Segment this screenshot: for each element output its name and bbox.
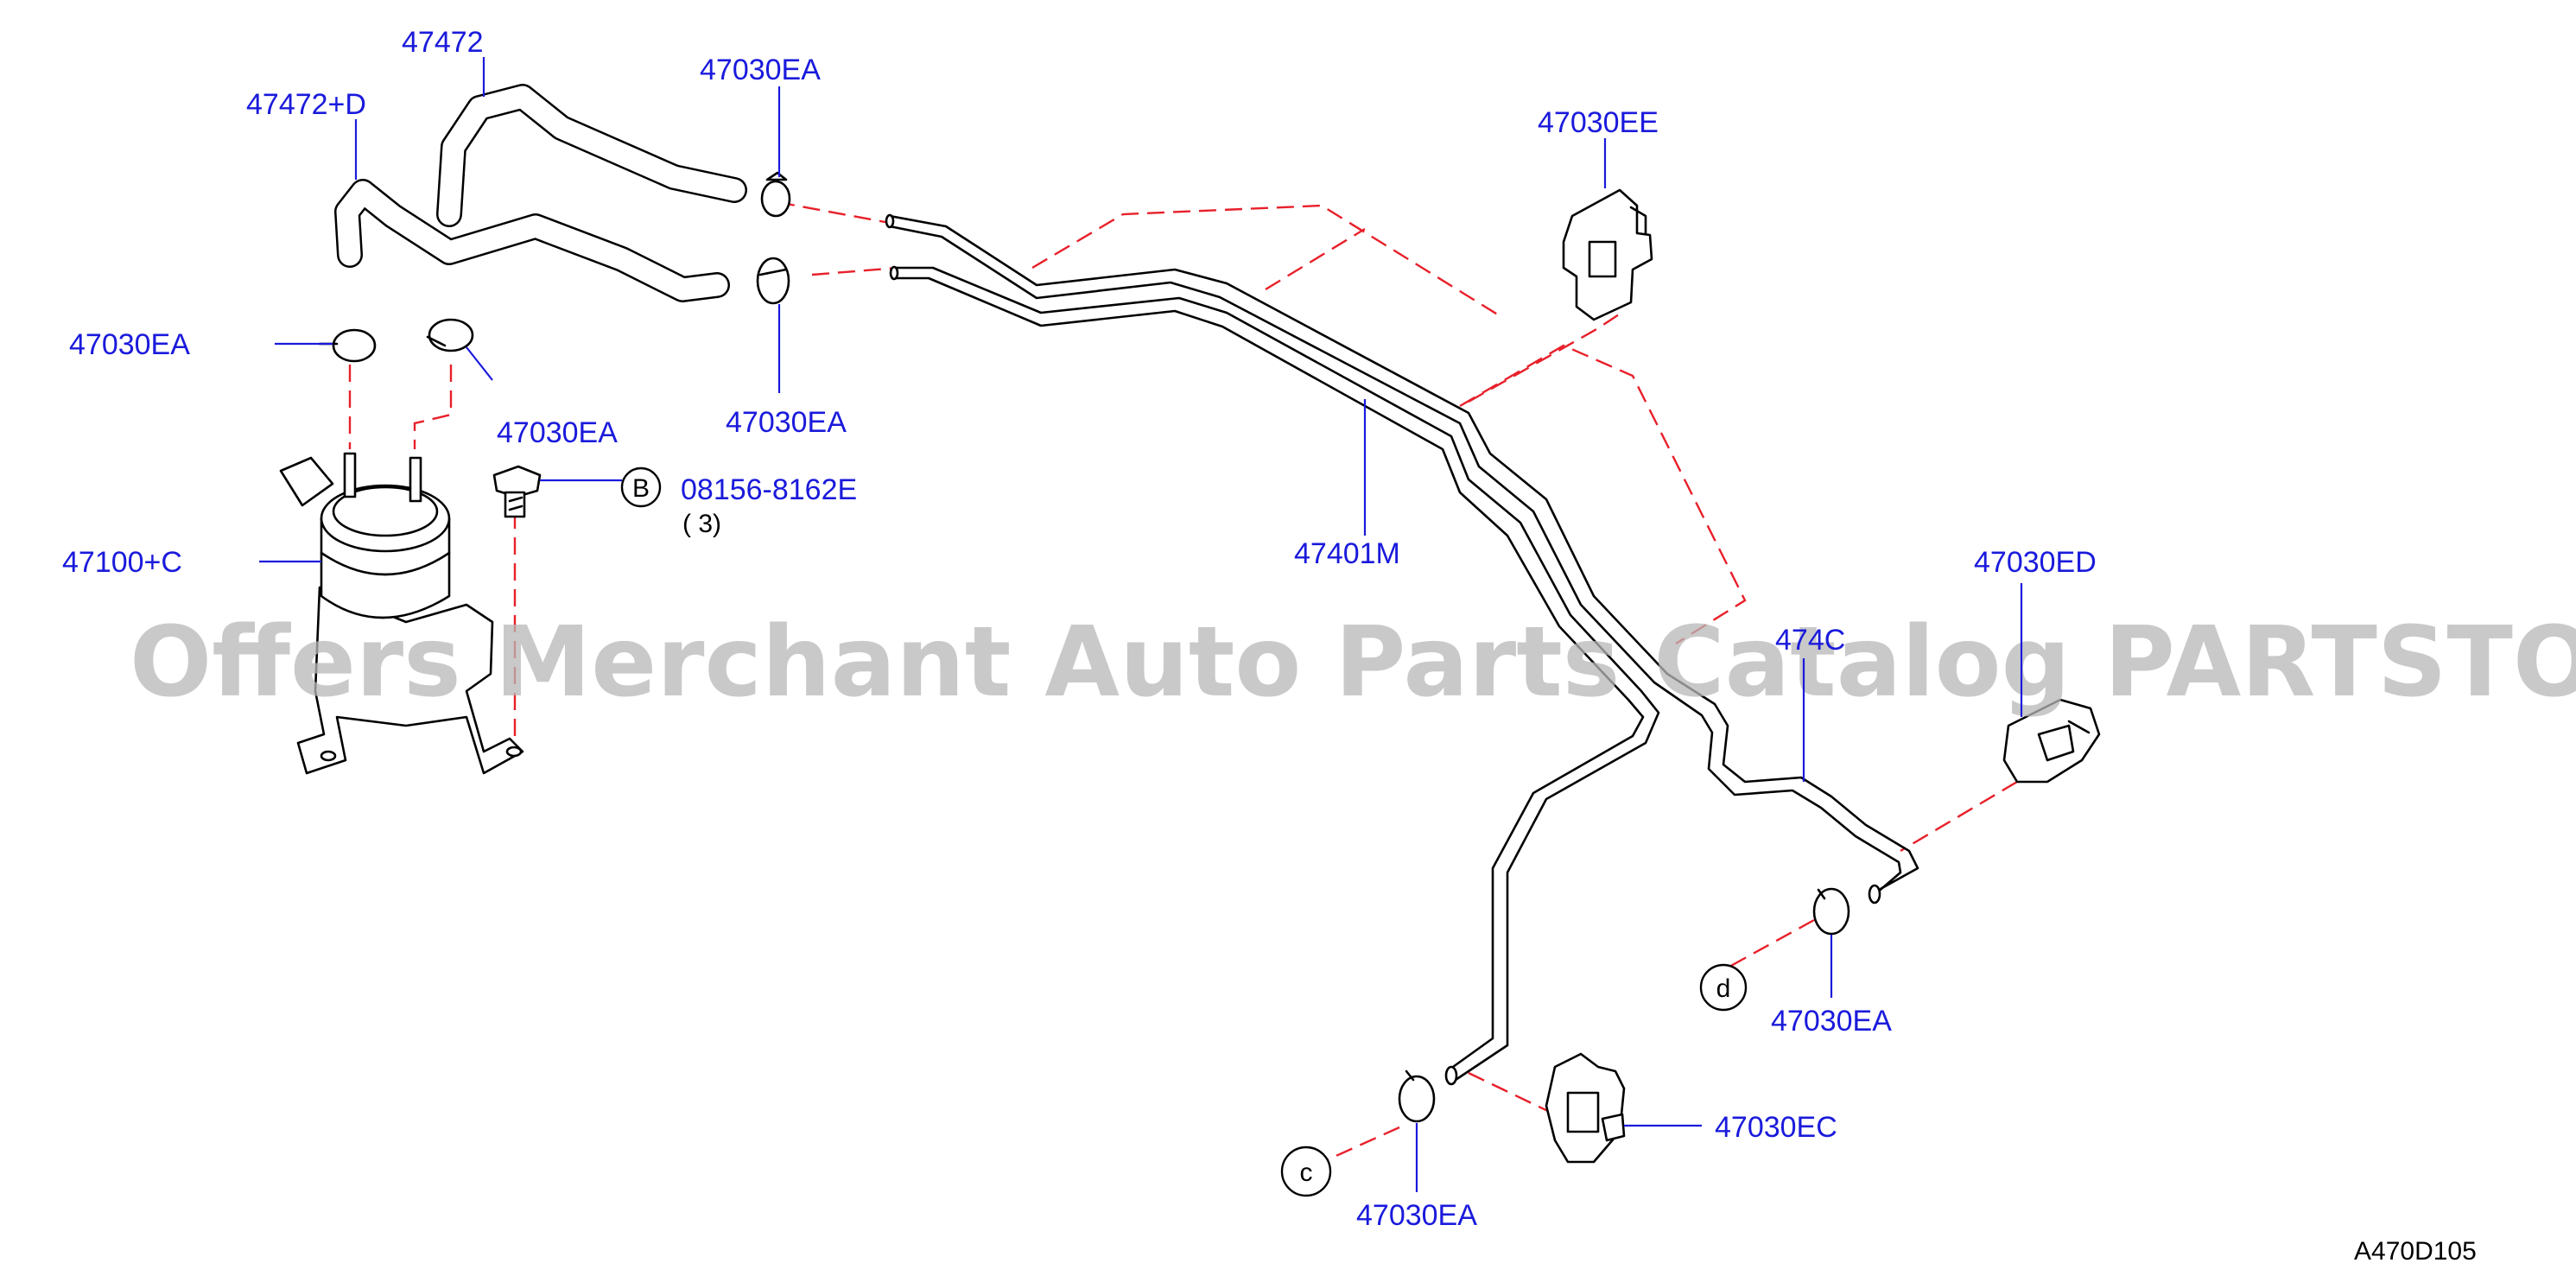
- canister-47100c: [279, 452, 524, 775]
- dashed-assembly-lines: [348, 200, 2018, 1168]
- callout-bracket-ed: 47030ED: [1974, 546, 2097, 579]
- tube-47401m: [885, 213, 1669, 701]
- clamp-d: [1812, 887, 1850, 936]
- callout-bracket-ec: 47030EC: [1715, 1111, 1837, 1144]
- clamp-top-a: [760, 171, 791, 218]
- svg-text:d: d: [1716, 974, 1731, 1003]
- bracket-47030ed: [2002, 698, 2101, 784]
- figure-code: A470D105: [2354, 1237, 2477, 1266]
- ref-circle-c: c: [1280, 1146, 1332, 1197]
- hose-47472: [436, 84, 747, 227]
- bolt-08156-8162e: [492, 465, 542, 518]
- clamp-mid-left: [426, 318, 474, 352]
- callout-clamp-d: 47030EA: [1771, 1005, 1892, 1038]
- clamp-c: [1398, 1069, 1436, 1123]
- svg-text:B: B: [632, 474, 650, 503]
- bracket-47030ec: [1545, 1052, 1626, 1164]
- callout-clamp-c: 47030EA: [1356, 1199, 1477, 1232]
- leader-lines: [259, 57, 2023, 1192]
- callout-tube-main: 47401M: [1294, 537, 1400, 570]
- callout-bolt-qty: ( 3): [682, 510, 721, 538]
- svg-text:c: c: [1300, 1158, 1313, 1187]
- callout-clamp-top-a: 47030EA: [700, 54, 821, 86]
- clamp-left: [318, 328, 377, 363]
- bracket-47030ee: [1562, 188, 1653, 321]
- clamp-top-b: [756, 257, 790, 305]
- callout-bracket-ee: 47030EE: [1538, 106, 1659, 139]
- tube-474c: [1653, 672, 1919, 904]
- ref-circle-d: d: [1699, 963, 1748, 1012]
- ref-circle-b: B: [620, 466, 662, 508]
- callout-47472: 47472: [402, 26, 484, 59]
- callout-clamp-top-b: 47030EA: [726, 406, 847, 439]
- callout-bolt-part: 08156-8162E: [681, 473, 857, 506]
- callout-clamp-left: 47030EA: [69, 328, 190, 361]
- watermark-text: Offers Merchant Auto Parts Catalog PARTS…: [130, 606, 2576, 719]
- callout-tube-right: 474C: [1775, 624, 1845, 657]
- callout-clamp-mid-left: 47030EA: [497, 416, 618, 449]
- hose-47472d: [334, 179, 730, 302]
- callout-47472d: 47472+D: [246, 88, 366, 121]
- callout-canister: 47100+C: [62, 546, 182, 579]
- tube-branch-c: [1444, 689, 1660, 1086]
